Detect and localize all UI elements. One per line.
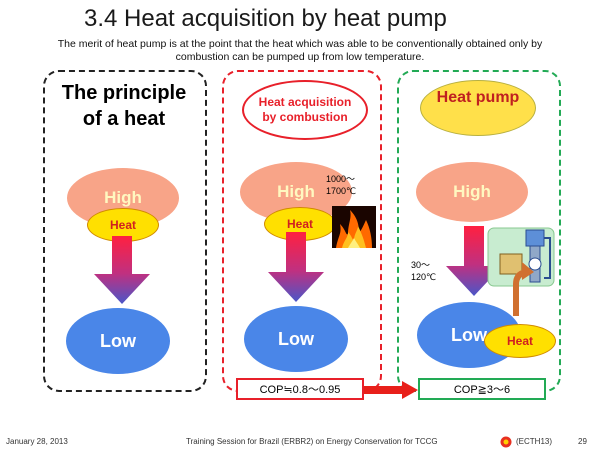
combustion-heading: Heat acquisition by combustion — [242, 80, 368, 140]
down-arrow-icon — [268, 232, 324, 302]
heat-ellipse-3: Heat — [484, 324, 556, 358]
logo-icon — [500, 436, 512, 448]
heat-pump-temp-1: 30～ — [411, 260, 431, 270]
heat-pump-cop: COP≧3～6 — [418, 378, 546, 400]
down-arrow-icon — [94, 236, 150, 304]
heat-pump-temp-2: 120℃ — [411, 272, 437, 282]
fire-icon — [332, 206, 376, 248]
principle-heading: The principle of a heat — [61, 82, 187, 130]
page-number: 29 — [578, 437, 587, 446]
heat-pump-machine-icon — [487, 227, 555, 287]
combustion-cop: COP≒0.8～0.95 — [236, 378, 364, 400]
principle-panel — [43, 70, 207, 392]
low-ellipse-2: Low — [244, 306, 348, 372]
slide-title: 3.4 Heat acquisition by heat pump — [84, 5, 447, 32]
comparison-arrow-icon — [364, 381, 418, 399]
combustion-temp-2: 1700℃ — [326, 186, 357, 196]
slide-subtitle: The merit of heat pump is at the point t… — [57, 38, 543, 63]
high-ellipse-3: High — [416, 162, 528, 222]
combustion-temp-1: 1000～ — [326, 174, 356, 184]
low-ellipse-1: Low — [66, 308, 170, 374]
footer-center: Training Session for Brazil (ERBR2) on E… — [186, 437, 438, 446]
footer-right: (ECTH13) — [516, 437, 553, 446]
footer-date: January 28, 2013 — [6, 437, 68, 446]
heat-pump-heading: Heat pump — [420, 80, 536, 136]
curved-up-arrow-icon — [513, 262, 534, 316]
low-ellipse-3: Low — [417, 302, 521, 368]
